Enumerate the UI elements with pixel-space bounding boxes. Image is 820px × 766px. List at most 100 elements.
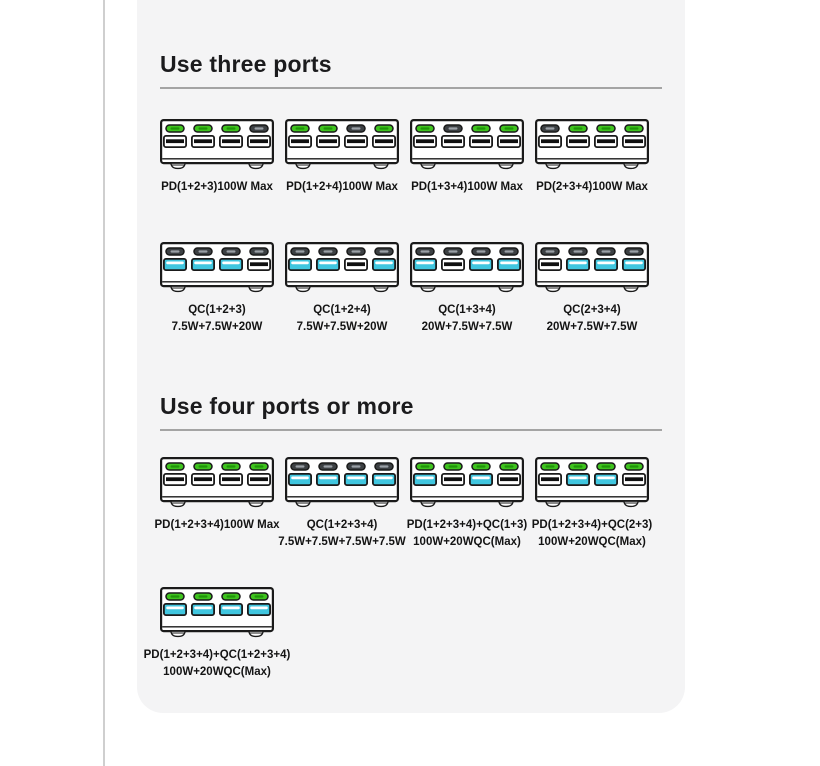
device-label-line: PD(1+3+4)100W Max — [411, 181, 523, 193]
charger-illustration — [285, 242, 399, 293]
usb-port-fast-icon — [315, 257, 341, 271]
charger-illustration — [410, 119, 524, 170]
charger-illustration — [160, 587, 274, 638]
usb-port-fast-icon — [344, 472, 369, 486]
charger-illustration — [160, 119, 274, 170]
usb-port-fast-icon — [565, 257, 591, 271]
device-label-line: QC(1+3+4) — [438, 304, 496, 316]
device-label-line: PD(2+3+4)100W Max — [536, 181, 648, 193]
device-label: QC(1+2+3) 7.5W+7.5W+20W — [172, 302, 263, 336]
charger-body — [410, 457, 524, 503]
device-figure: QC(1+2+3+4) 7.5W+7.5W+7.5W+7.5W — [278, 457, 406, 551]
charger-foot — [622, 500, 640, 508]
charger-foot — [247, 630, 265, 638]
section-four-ports: Use four ports or more PD(1+2+3+4)100W M… — [144, 392, 662, 681]
device-row-four-ports: PD(1+2+3+4)100W Max QC(1+2+3+4) 7.5W+7.5W+… — [155, 457, 662, 551]
device-label: PD(1+2+3+4)+QC(2+3) 100W+20WQC(Max) — [532, 517, 653, 551]
charger-foot — [622, 162, 640, 170]
device-label: PD(1+2+4)100W Max — [286, 179, 398, 196]
charger-body — [285, 457, 399, 503]
device-label: PD(1+2+3+4)100W Max — [155, 517, 280, 534]
charger-foot — [372, 162, 390, 170]
device-row-pd-three: PD(1+2+3)100W Max PD(1+2+4)100W Max PD(1+3… — [160, 119, 662, 196]
device-label: QC(1+2+4) 7.5W+7.5W+20W — [297, 302, 388, 336]
device-label-line: 20W+7.5W+7.5W — [546, 321, 638, 333]
device-label-line: PD(1+2+3+4)+QC(1+2+3+4) — [143, 649, 291, 661]
charger-foot — [622, 285, 640, 293]
charger-illustration — [410, 242, 524, 293]
device-label-line: PD(1+2+3+4)+QC(1+3) — [406, 519, 528, 531]
charger-illustration — [160, 242, 274, 293]
device-label: PD(1+2+3+4)+QC(1+3) 100W+20WQC(Max) — [407, 517, 528, 551]
device-label: PD(2+3+4)100W Max — [536, 179, 648, 196]
device-label-line: PD(1+2+3+4)+QC(2+3) — [531, 519, 653, 531]
device-label-line: PD(1+2+3+4)100W Max — [154, 519, 280, 531]
usb-port-fast-icon — [594, 257, 619, 271]
device-label-line: QC(1+2+3) — [188, 304, 246, 316]
usb-port-fast-icon — [469, 472, 494, 486]
charger-foot — [169, 162, 187, 170]
charger-foot — [544, 162, 562, 170]
device-row-all-ports: PD(1+2+3+4)+QC(1+2+3+4)100W+20WQC(Max) — [144, 587, 662, 681]
section-title: Use four ports or more — [160, 393, 414, 419]
device-figure: PD(2+3+4)100W Max — [535, 119, 649, 196]
device-figure: PD(1+3+4)100W Max — [410, 119, 524, 196]
device-label: QC(2+3+4) 20W+7.5W+7.5W — [547, 302, 638, 336]
usb-port-fast-icon — [219, 602, 244, 616]
charger-foot — [247, 500, 265, 508]
charger-illustration — [285, 457, 399, 508]
usb-port-fast-icon — [315, 472, 341, 486]
charger-body — [160, 457, 274, 503]
device-figure: PD(1+2+3+4)100W Max — [155, 457, 280, 551]
section-title: Use three ports — [160, 51, 332, 77]
charger-foot — [497, 162, 515, 170]
charger-illustration — [285, 119, 399, 170]
charger-foot — [247, 285, 265, 293]
charger-illustration — [535, 119, 649, 170]
page-column-divider — [103, 0, 105, 766]
charger-foot — [419, 285, 437, 293]
device-label-line: 7.5W+7.5W+20W — [171, 321, 263, 333]
usb-port-fast-icon — [219, 257, 244, 271]
charger-body — [535, 457, 649, 503]
device-row-qc-three: QC(1+2+3) 7.5W+7.5W+20W QC(1+2+4) 7.5W+7.5W… — [160, 242, 662, 336]
device-figure: QC(1+3+4) 20W+7.5W+7.5W — [410, 242, 524, 336]
usb-port-fast-icon — [372, 472, 397, 486]
charger-foot — [372, 500, 390, 508]
usb-port-fast-icon — [469, 257, 494, 271]
device-label-line: PD(1+2+4)100W Max — [286, 181, 398, 193]
charger-illustration — [535, 242, 649, 293]
device-figure: QC(1+2+4) 7.5W+7.5W+20W — [285, 242, 399, 336]
device-label-line: 100W+20WQC(Max) — [538, 536, 646, 548]
usb-port-fast-icon — [247, 602, 272, 616]
charger-foot — [294, 162, 312, 170]
usb-port-fast-icon — [288, 472, 313, 486]
device-label-line: 7.5W+7.5W+20W — [296, 321, 388, 333]
usb-port-fast-icon — [372, 257, 397, 271]
device-label-line: 100W+20WQC(Max) — [413, 536, 521, 548]
charger-body — [160, 242, 274, 288]
device-label-line: 7.5W+7.5W+7.5W+7.5W — [278, 536, 406, 548]
usb-port-fast-icon — [288, 257, 313, 271]
charger-foot — [169, 285, 187, 293]
device-figure: PD(1+2+3+4)+QC(1+3) 100W+20WQC(Max) — [407, 457, 527, 551]
device-label-line: 20W+7.5W+7.5W — [421, 321, 513, 333]
device-label: PD(1+2+3)100W Max — [161, 179, 273, 196]
device-label-line: QC(2+3+4) — [563, 304, 621, 316]
device-label-line: PD(1+2+3)100W Max — [161, 181, 273, 193]
device-figure: QC(2+3+4) 20W+7.5W+7.5W — [535, 242, 649, 336]
device-figure: PD(1+2+3)100W Max — [160, 119, 274, 196]
charger-body — [285, 119, 399, 165]
device-label-line: QC(1+2+3+4) — [306, 519, 378, 531]
usb-port-fast-icon — [594, 472, 619, 486]
device-figure: PD(1+2+3+4)+QC(2+3) 100W+20WQC(Max) — [532, 457, 652, 551]
device-label: PD(1+2+3+4)+QC(1+2+3+4)100W+20WQC(Max) — [144, 647, 291, 681]
usb-port-fast-icon — [565, 472, 591, 486]
charger-foot — [169, 500, 187, 508]
usb-port-fast-icon — [413, 257, 438, 271]
device-label-line: QC(1+2+4) — [313, 304, 371, 316]
charger-body — [535, 242, 649, 288]
charger-body — [410, 242, 524, 288]
